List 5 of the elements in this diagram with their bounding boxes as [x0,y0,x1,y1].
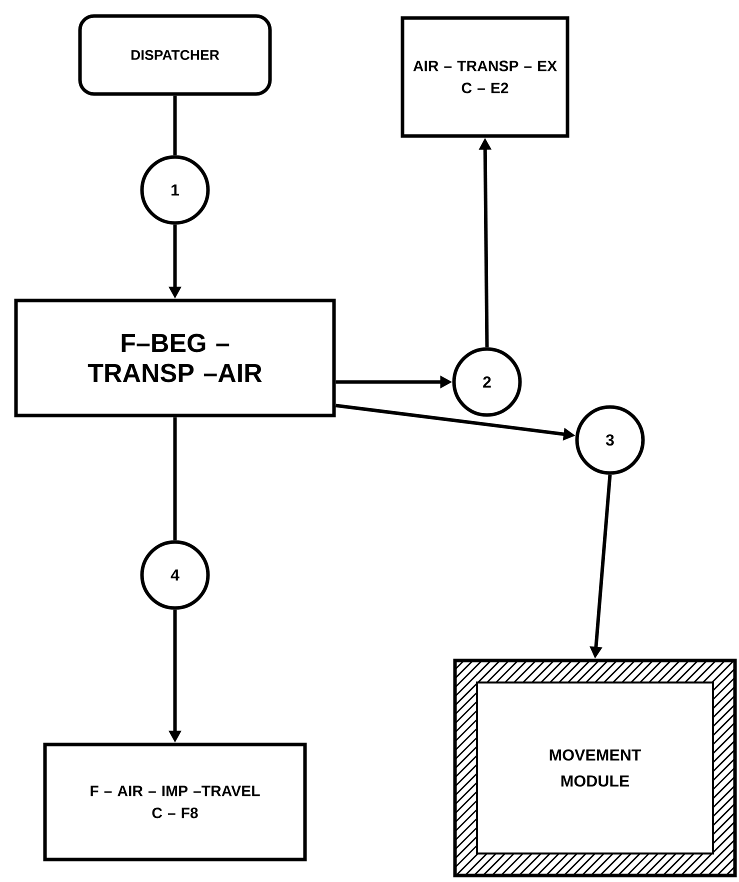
hatched-box: MOVEMENT MODULE [453,658,737,878]
rounded-box: DISPATCHER [78,14,272,96]
process-box: F – AIR – IMP –TRAVEL C – F8 [43,742,307,862]
process-box: F–BEG –TRANSP –AIR [14,298,336,418]
process-box: AIR – TRANSP – EX C – E2 [400,16,570,138]
